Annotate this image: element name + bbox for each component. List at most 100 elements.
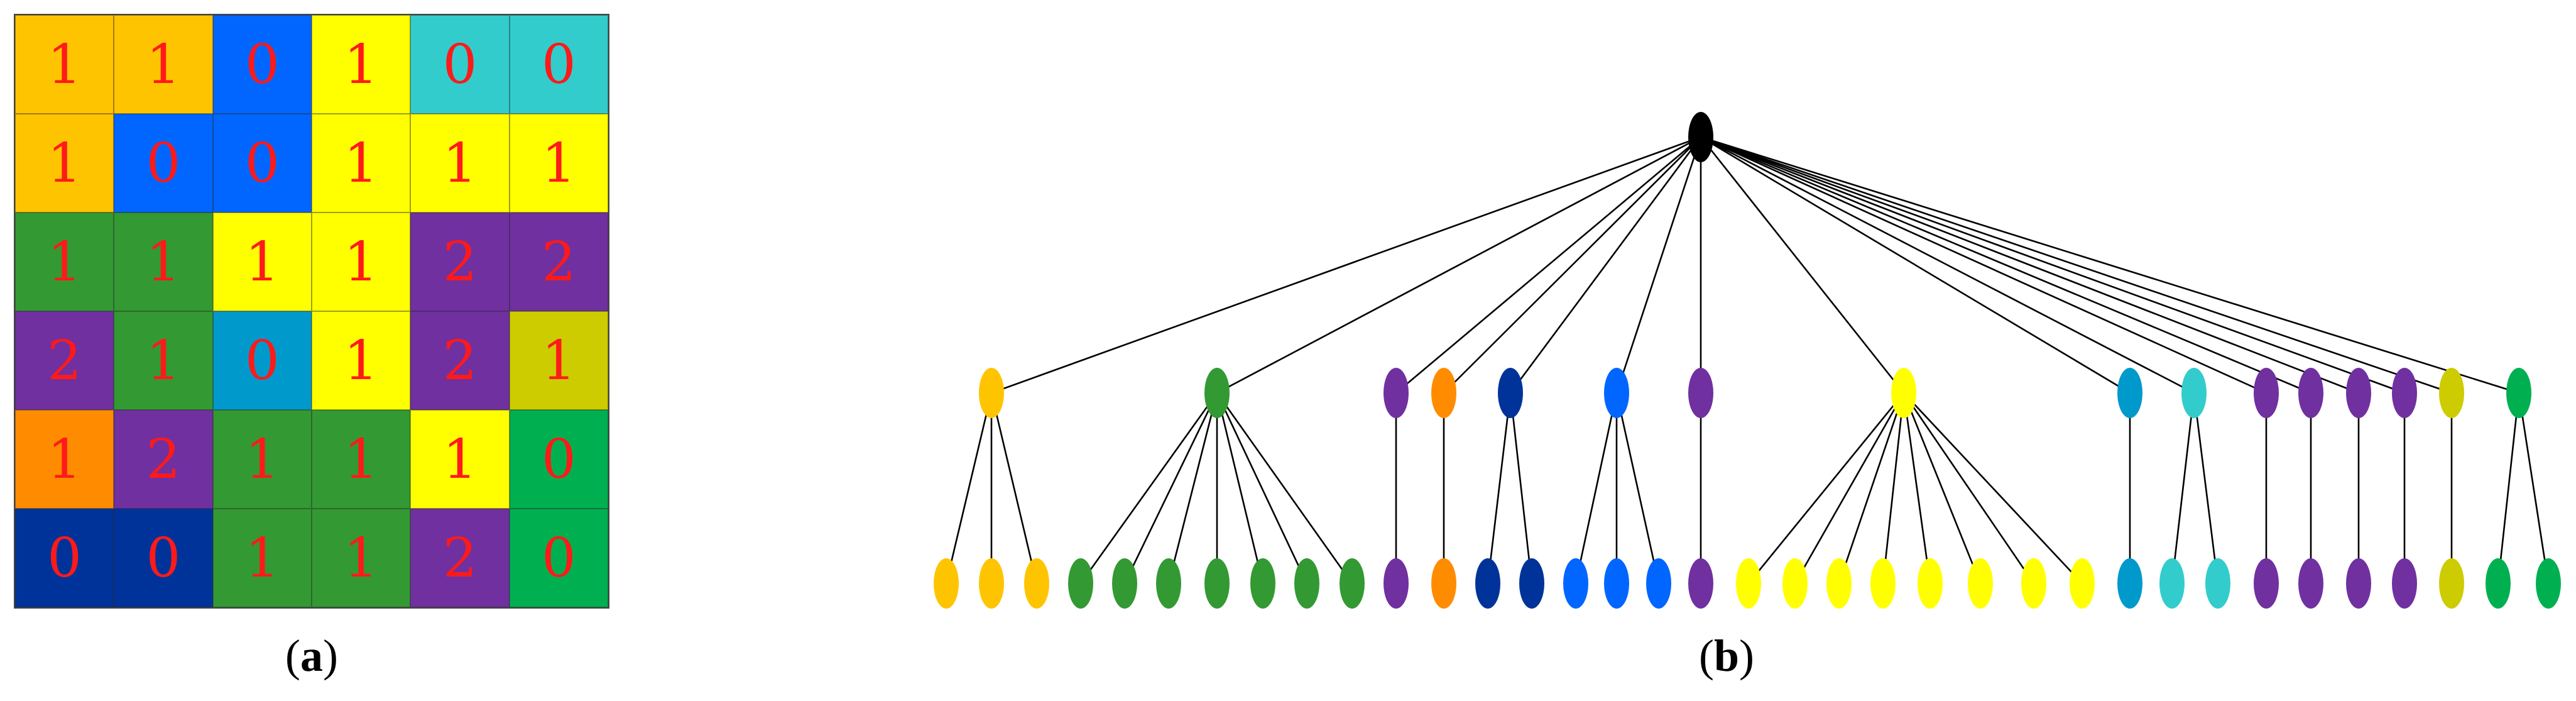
leaf-node-11-1: [2254, 558, 2279, 609]
grid-cell-r6-c3: 1: [212, 509, 312, 607]
leaf-edge-2-2: [1123, 392, 1218, 584]
leaf-node-10-2: [2205, 558, 2230, 609]
leaf-edge-8-1: [1747, 392, 1905, 584]
grid-cell-r2-c1: 1: [15, 114, 114, 213]
leaf-node-1-3: [1024, 558, 1049, 609]
leaf-node-2-2: [1112, 558, 1137, 609]
grid-cell-r4-c3: 0: [212, 311, 312, 410]
leaf-edge-2-6: [1216, 392, 1308, 584]
leaf-node-6-1: [1563, 558, 1588, 609]
grid-cell-r4-c4: 1: [311, 311, 411, 410]
leaf-edge-6-3: [1615, 392, 1660, 584]
caption-b-letter: b: [1713, 631, 1740, 681]
region-node-13: [2346, 368, 2371, 418]
leaf-node-6-2: [1604, 558, 1629, 609]
region-node-4: [1431, 368, 1456, 418]
region-node-1: [979, 368, 1004, 418]
region-node-9: [2117, 368, 2142, 418]
leaf-node-8-4: [1870, 558, 1896, 609]
grid-cell-r3-c2: 1: [114, 213, 213, 311]
leaf-edge-5-2: [1509, 392, 1533, 584]
grid-cell-r1-c3: 0: [212, 15, 312, 114]
root-edge-6: [1615, 136, 1702, 394]
grid-cell-r2-c5: 1: [410, 114, 510, 213]
leaf-edge-2-7: [1216, 392, 1353, 584]
leaf-edge-8-3: [1838, 392, 1905, 584]
region-node-12: [2298, 368, 2323, 418]
region-node-7: [1688, 368, 1713, 418]
leaf-node-2-4: [1204, 558, 1230, 609]
grid-cell-r4-c5: 2: [410, 311, 510, 410]
root-edge-9: [1700, 136, 2131, 394]
root-edge-13: [1700, 136, 2359, 394]
grid-cell-r6-c5: 2: [410, 509, 510, 607]
grid-cell-r2-c4: 1: [311, 114, 411, 213]
leaf-node-5-1: [1475, 558, 1500, 609]
leaf-node-2-3: [1156, 558, 1181, 609]
caption-b: (b): [1698, 631, 1755, 681]
leaf-node-8-3: [1826, 558, 1852, 609]
grid-cell-r1-c5: 0: [410, 15, 510, 114]
leaf-node-8-2: [1782, 558, 1808, 609]
root-node: [1688, 112, 1713, 162]
grid-cell-r6-c4: 1: [311, 509, 411, 607]
grid-cell-r1-c2: 1: [114, 15, 213, 114]
grid-cell-r1-c4: 1: [311, 15, 411, 114]
grid-cell-r5-c2: 2: [114, 410, 213, 509]
leaf-edge-1-3: [990, 392, 1038, 584]
grid-cell-r5-c1: 1: [15, 410, 114, 509]
root-edge-1: [991, 136, 1701, 394]
region-node-8: [1891, 368, 1916, 418]
leaf-node-3-1: [1384, 558, 1409, 609]
leaf-node-15-1: [2439, 558, 2464, 609]
leaf-edge-10-2: [2193, 392, 2219, 584]
leaf-edge-2-3: [1167, 392, 1218, 584]
grid-cell-r6-c6: 0: [509, 509, 608, 607]
leaf-node-4-1: [1431, 558, 1456, 609]
grid-cell-r2-c2: 0: [114, 114, 213, 213]
grid-cell-r1-c1: 1: [15, 15, 114, 114]
grid-cell-r5-c4: 1: [311, 410, 411, 509]
leaf-edge-6-1: [1575, 392, 1618, 584]
leaf-edge-8-8: [1903, 392, 2083, 584]
grid-cell-r2-c6: 1: [509, 114, 608, 213]
leaf-node-2-7: [1340, 558, 1365, 609]
grid-cell-r4-c1: 2: [15, 311, 114, 410]
leaf-edge-8-7: [1902, 392, 2035, 584]
region-node-10: [2181, 368, 2207, 418]
root-edge-14: [1700, 136, 2405, 394]
grid-cell-r5-c5: 1: [410, 410, 510, 509]
leaf-node-10-1: [2159, 558, 2185, 609]
leaf-node-2-1: [1068, 558, 1093, 609]
grid-cell-r3-c5: 2: [410, 213, 510, 311]
leaf-node-14-1: [2392, 558, 2417, 609]
grid-cell-r3-c1: 1: [15, 213, 114, 311]
grid-cell-r6-c2: 0: [114, 509, 213, 607]
root-edge-10: [1700, 136, 2195, 394]
grid-cell-r3-c6: 2: [509, 213, 608, 311]
leaf-edge-1-1: [945, 392, 993, 584]
leaf-edge-8-5: [1902, 392, 1931, 584]
leaf-node-2-5: [1250, 558, 1275, 609]
leaf-node-8-7: [2021, 558, 2046, 609]
root-edge-11: [1700, 136, 2267, 394]
leaf-edge-8-2: [1794, 392, 1905, 584]
grid-cell-r5-c3: 1: [212, 410, 312, 509]
root-edge-12: [1700, 136, 2311, 394]
grid-cell-r5-c6: 0: [509, 410, 608, 509]
grid-cell-r3-c4: 1: [311, 213, 411, 311]
region-node-2: [1204, 368, 1230, 418]
caption-a: (a): [285, 631, 338, 681]
leaf-node-13-1: [2346, 558, 2371, 609]
grid-cell-r4-c2: 1: [114, 311, 213, 410]
region-node-6: [1604, 368, 1629, 418]
root-edge-2: [1216, 136, 1701, 394]
leaf-edge-8-4: [1882, 392, 1905, 584]
grid-cell-r2-c3: 0: [212, 114, 312, 213]
region-node-15: [2439, 368, 2464, 418]
grid-cell-r4-c6: 1: [509, 311, 608, 410]
region-node-3: [1384, 368, 1409, 418]
leaf-node-7-1: [1688, 558, 1713, 609]
